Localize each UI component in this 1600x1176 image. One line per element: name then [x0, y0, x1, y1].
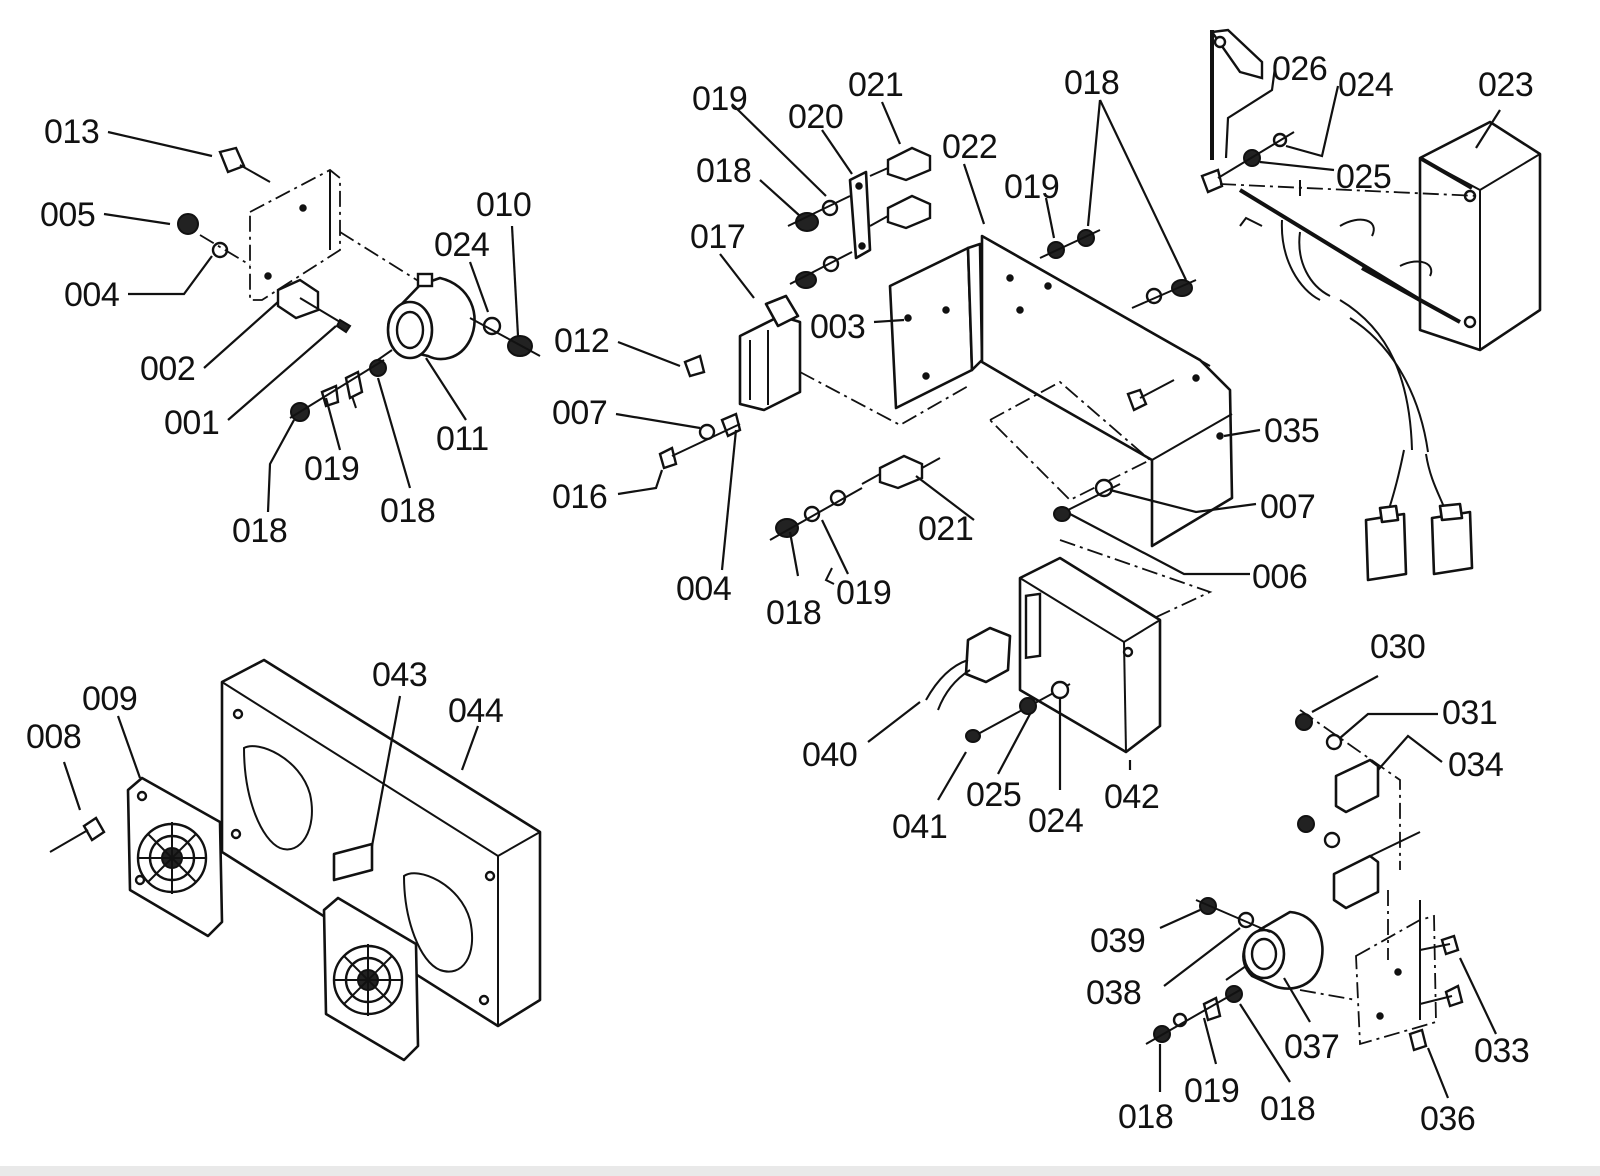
label-012: 012	[554, 322, 609, 360]
label-022: 022	[942, 128, 997, 166]
label-034: 034	[1448, 746, 1503, 784]
label-039: 039	[1090, 922, 1145, 960]
label-005: 005	[40, 196, 95, 234]
label-031: 031	[1442, 694, 1497, 732]
label-004: 004	[64, 276, 119, 314]
label-037: 037	[1284, 1028, 1339, 1066]
label-042: 042	[1104, 778, 1159, 816]
label-018-g: 018	[1260, 1090, 1315, 1128]
label-041: 041	[892, 808, 947, 846]
label-038: 038	[1086, 974, 1141, 1012]
label-010: 010	[476, 186, 531, 224]
label-019-d: 019	[836, 574, 891, 612]
label-040: 040	[802, 736, 857, 774]
label-035: 035	[1264, 412, 1319, 450]
label-019-e: 019	[1184, 1072, 1239, 1110]
switch-bracket-assembly	[177, 146, 541, 422]
part-labels: 013 005 004 002 001 018 019 018 011 024 …	[26, 50, 1534, 1138]
label-018-a: 018	[232, 512, 287, 550]
label-009: 009	[82, 680, 137, 718]
label-011: 011	[436, 420, 489, 458]
label-036: 036	[1420, 1100, 1475, 1138]
lower-motor-assembly	[1145, 709, 1464, 1052]
label-002: 002	[140, 350, 195, 388]
label-001: 001	[164, 404, 219, 442]
label-018-b: 018	[380, 492, 435, 530]
label-021-b: 021	[918, 510, 973, 548]
label-023: 023	[1478, 66, 1533, 104]
leader-lines	[62, 59, 1501, 1099]
label-025-b: 025	[966, 776, 1021, 814]
label-019-c: 019	[1004, 168, 1059, 206]
label-024-b: 024	[1338, 66, 1393, 104]
label-018-e: 018	[766, 594, 821, 632]
label-025-a: 025	[1336, 158, 1391, 196]
label-017: 017	[690, 218, 745, 256]
label-018-f: 018	[1118, 1098, 1173, 1136]
label-004-b: 004	[676, 570, 731, 608]
relay-terminal-assembly	[658, 146, 1234, 621]
label-043: 043	[372, 656, 427, 694]
label-008: 008	[26, 718, 81, 756]
scan-bottom-edge	[0, 1166, 1600, 1176]
label-018-d: 018	[1064, 64, 1119, 102]
control-box-assembly	[925, 556, 1162, 754]
label-020: 020	[788, 98, 843, 136]
label-030: 030	[1370, 628, 1425, 666]
label-033: 033	[1474, 1032, 1529, 1070]
label-024-c: 024	[1028, 802, 1083, 840]
fan-panel-assembly	[49, 658, 542, 1062]
label-019-a: 019	[304, 450, 359, 488]
label-003: 003	[810, 308, 865, 346]
label-026: 026	[1272, 50, 1327, 88]
label-019-b: 019	[692, 80, 747, 118]
label-024-a: 024	[434, 226, 489, 264]
label-016: 016	[552, 478, 607, 516]
label-018-c: 018	[696, 152, 751, 190]
label-013: 013	[44, 113, 99, 151]
label-006: 006	[1252, 558, 1307, 596]
label-007-b: 007	[1260, 488, 1315, 526]
label-021-a: 021	[848, 66, 903, 104]
label-044: 044	[448, 692, 503, 730]
enclosure-assembly	[1200, 28, 1542, 582]
label-007-a: 007	[552, 394, 607, 432]
